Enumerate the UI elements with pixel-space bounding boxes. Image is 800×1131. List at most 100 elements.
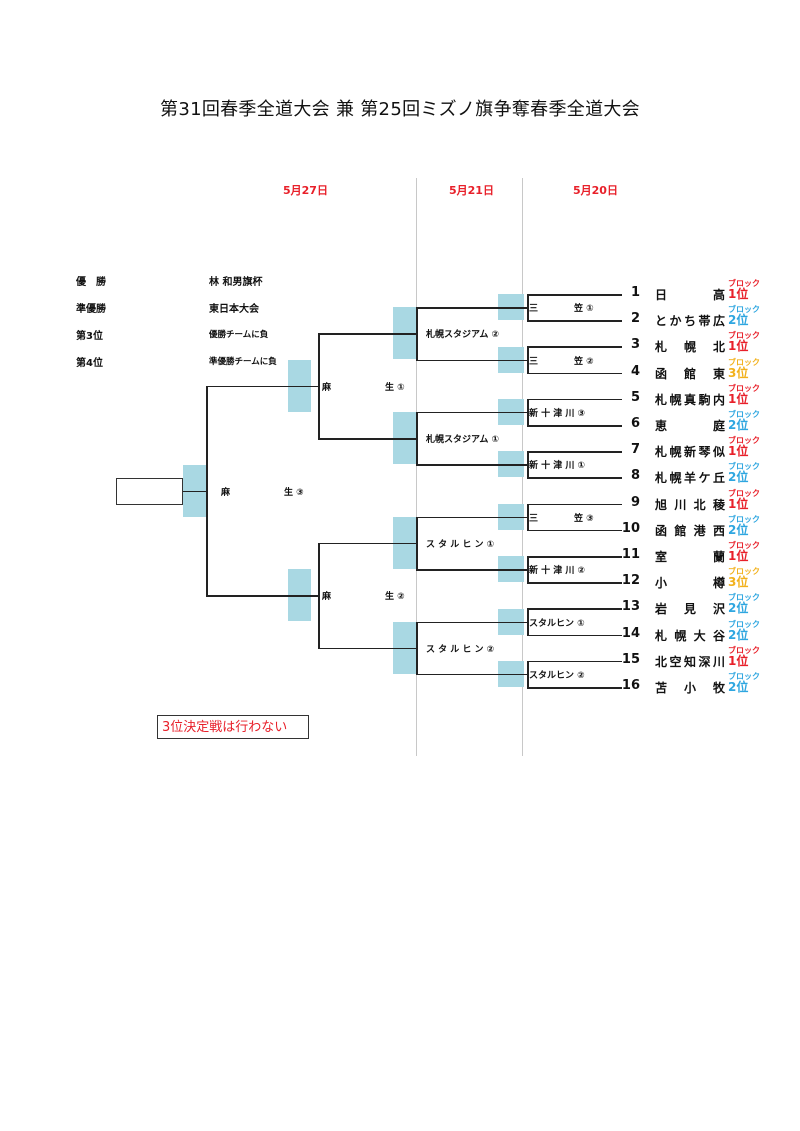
bracket-line [527, 660, 622, 663]
team-name-char: 北 [655, 654, 668, 669]
team-seed-number: 11 [621, 547, 640, 562]
bracket-line [416, 307, 527, 309]
team-name-char: 似 [712, 445, 725, 460]
venue-label: 新 十 津 川 ① [529, 461, 586, 472]
block-label: ブロック [728, 436, 760, 446]
block-label: ブロック [728, 645, 760, 655]
team-name: とかち帯広 [655, 312, 725, 329]
block-rank: 1位 [728, 339, 749, 354]
team-name-char: 函 [655, 366, 668, 381]
block-label: ブロック [728, 279, 760, 288]
team-seed-number: 8 [630, 468, 640, 484]
date-round2: 5月21日 [449, 184, 494, 197]
bracket-line [416, 621, 527, 623]
venue-label: 三 笠 ① [529, 304, 594, 315]
award-prize: 準優勝チームに負 [209, 357, 277, 367]
block-rank: 1位 [728, 391, 749, 406]
team-name-char: 庭 [712, 419, 725, 433]
team-name-char: 広 [712, 314, 725, 329]
venue-label: 麻 生 ② [322, 592, 405, 603]
team-seed-number: 16 [621, 678, 640, 693]
team-name-char: 小 [683, 681, 696, 695]
team-name-char: か [669, 314, 682, 329]
venue-label: ス タ ル ヒ ン ② [426, 644, 495, 655]
block-rank: 1位 [728, 549, 749, 563]
venue-label: 新 十 津 川 ② [529, 566, 586, 577]
bracket-line [206, 385, 318, 388]
champion-box [116, 478, 183, 505]
bracket-line [416, 411, 527, 414]
bracket-line [527, 477, 622, 479]
bracket-line [527, 346, 622, 348]
award-place: 第4位 [76, 358, 103, 369]
bracket-line [527, 451, 529, 479]
date-final-rounds: 5月27日 [283, 184, 328, 197]
team-name-char: 空 [669, 654, 682, 669]
team-name-char: 羊 [683, 471, 696, 486]
team-name: 日高 [655, 286, 725, 303]
venue-label: 三 笠 ③ [529, 513, 594, 524]
team-name-char: 幌 [683, 340, 696, 355]
block-label: ブロック [728, 305, 760, 315]
team-name-char: 谷 [712, 628, 725, 643]
bracket-line [527, 346, 529, 375]
team-name: 恵庭 [655, 417, 725, 434]
award-place: 準優勝 [76, 304, 106, 315]
block-label: ブロック [728, 672, 760, 681]
team-name: 函館港西 [655, 522, 725, 539]
bracket-line [416, 673, 527, 676]
award-prize: 東日本大会 [209, 304, 259, 315]
team-name-char: 苫 [655, 681, 668, 695]
bracket-line [527, 503, 529, 532]
bracket-line [416, 569, 527, 571]
team-seed-number: 2 [630, 311, 640, 327]
bracket-line [318, 333, 416, 335]
bracket-line [527, 372, 622, 375]
bracket-line [318, 438, 416, 440]
block-rank: 2位 [728, 522, 749, 537]
team-name-char: 川 [674, 497, 687, 512]
team-seed-number: 15 [621, 651, 640, 667]
block-rank: 2位 [728, 680, 749, 694]
team-name-char: 真 [683, 392, 696, 407]
block-rank: 3位 [728, 575, 749, 590]
block-rank: 2位 [728, 418, 749, 432]
bracket-line [527, 398, 529, 427]
bracket-line [527, 529, 622, 532]
team-name-char: 稜 [712, 497, 725, 512]
team-seed-number: 10 [621, 520, 640, 536]
block-rank: 1位 [728, 496, 749, 511]
bracket-line [183, 490, 206, 492]
bracket-line [527, 634, 622, 637]
team-name-char: 高 [712, 288, 725, 302]
block-rank: 3位 [728, 365, 749, 380]
team-name: 旭川北稜 [655, 496, 725, 513]
team-name-char: 新 [683, 445, 696, 460]
team-name-char: 牧 [712, 681, 725, 695]
team-name-char: 札 [655, 392, 668, 407]
block-label: ブロック [728, 462, 760, 472]
bracket-line [527, 556, 622, 558]
team-seed-number: 9 [630, 494, 640, 510]
bracket-line [318, 333, 320, 440]
team-name-char: 駒 [698, 392, 711, 407]
bracket-line [527, 425, 622, 427]
award-place: 優 勝 [76, 277, 106, 288]
block-rank: 2位 [728, 627, 749, 642]
bracket-line [206, 595, 318, 597]
team-name-char: 見 [683, 602, 696, 617]
team-name-char: 大 [693, 628, 706, 643]
venue-label: 麻 生 ③ [221, 487, 304, 498]
team-name-char: 蘭 [712, 550, 725, 564]
award-prize: 林 和男旗杯 [209, 277, 263, 288]
team-name: 札幌大谷 [655, 627, 725, 644]
block-rank: 2位 [728, 313, 749, 328]
team-seed-number: 6 [630, 416, 640, 431]
bracket-line [527, 608, 529, 637]
